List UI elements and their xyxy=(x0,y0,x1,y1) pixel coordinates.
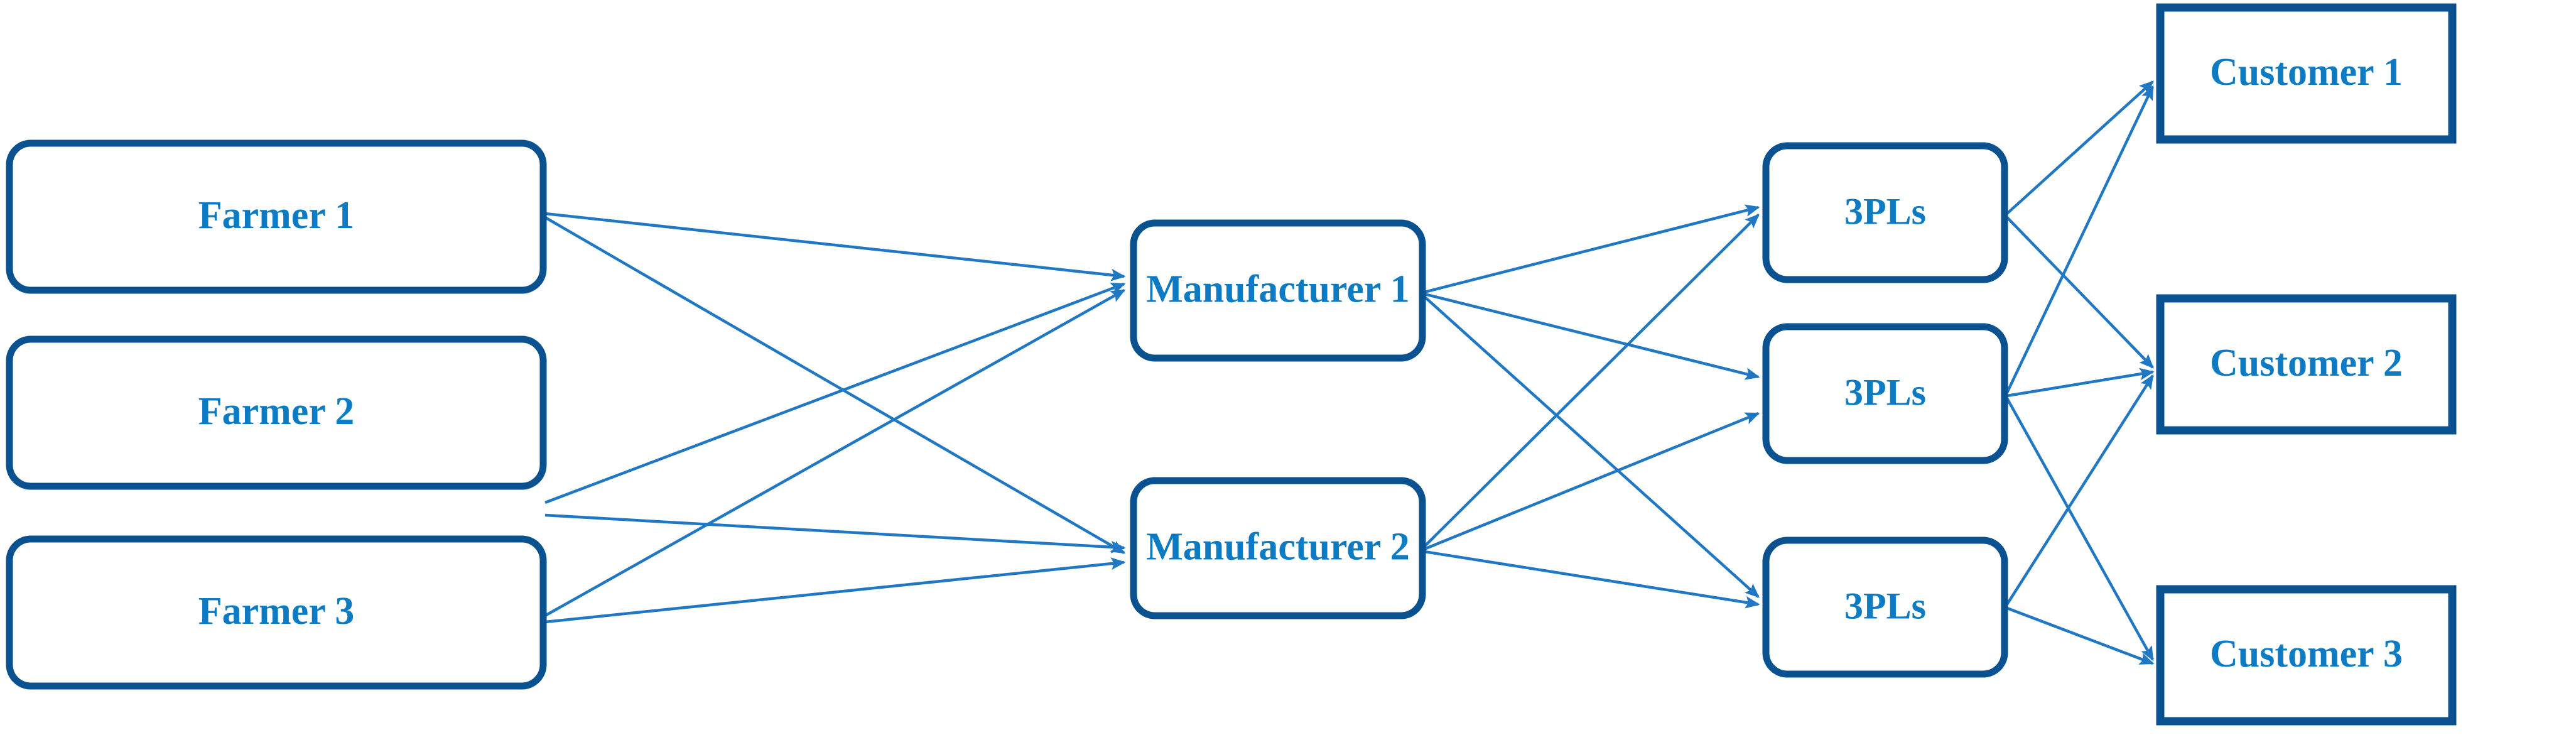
connector-three-pl-1-to-customer-2 xyxy=(2006,216,2154,369)
edges-layer xyxy=(544,80,2155,665)
node-customer-2[interactable]: Customer 2 xyxy=(2156,294,2457,435)
node-box-customer-1[interactable] xyxy=(2156,3,2457,144)
connector-manufacturer-2-to-three-pl-1 xyxy=(1423,214,1760,548)
node-customer-3[interactable]: Customer 3 xyxy=(2156,585,2457,726)
node-manufacturer-1[interactable]: Manufacturer 1 xyxy=(1130,219,1426,362)
node-label-customer-1: Customer 1 xyxy=(2210,51,2403,94)
node-label-manufacturer-2: Manufacturer 2 xyxy=(1146,526,1410,569)
connector-farmer-1-to-manufacturer-2 xyxy=(544,216,1126,554)
connector-three-pl-3-to-customer-3 xyxy=(2006,606,2155,665)
connector-farmer-3-to-manufacturer-2 xyxy=(544,557,1126,624)
node-box-three-pl-3[interactable] xyxy=(1762,537,2008,678)
node-label-farmer-1: Farmer 1 xyxy=(198,194,354,237)
connector-manufacturer-1-to-three-pl-1 xyxy=(1424,204,1760,294)
connector-farmer-1-to-manufacturer-1 xyxy=(544,212,1126,281)
connector-three-pl-1-to-customer-1 xyxy=(2006,80,2155,215)
node-box-three-pl-1[interactable] xyxy=(1762,142,2008,283)
node-label-customer-3: Customer 3 xyxy=(2210,633,2403,675)
node-farmer-2[interactable]: Farmer 2 xyxy=(6,335,547,490)
node-box-farmer-3[interactable] xyxy=(6,535,547,690)
connector-manufacturer-2-to-three-pl-2 xyxy=(1424,411,1760,551)
node-label-farmer-2: Farmer 2 xyxy=(198,390,354,433)
node-farmer-3[interactable]: Farmer 3 xyxy=(6,535,547,690)
connector-farmer-3-to-manufacturer-1 xyxy=(544,289,1126,617)
node-label-three-pl-1: 3PLs xyxy=(1844,190,1926,232)
node-box-farmer-2[interactable] xyxy=(6,335,547,490)
node-three-pl-2[interactable]: 3PLs xyxy=(1762,323,2008,464)
node-manufacturer-2[interactable]: Manufacturer 2 xyxy=(1130,477,1426,619)
connector-three-pl-2-to-customer-1 xyxy=(2005,85,2155,393)
node-label-farmer-3: Farmer 3 xyxy=(198,590,354,633)
connector-manufacturer-2-to-three-pl-3 xyxy=(1424,550,1760,609)
node-label-three-pl-2: 3PLs xyxy=(1844,371,1926,413)
node-label-three-pl-3: 3PLs xyxy=(1844,585,1926,626)
connector-farmer-2-to-manufacturer-2 xyxy=(544,513,1126,553)
connector-three-pl-2-to-customer-2 xyxy=(2006,368,2155,398)
node-box-customer-2[interactable] xyxy=(2156,294,2457,435)
connector-three-pl-3-to-customer-2 xyxy=(2006,374,2154,606)
node-three-pl-3[interactable]: 3PLs xyxy=(1762,537,2008,678)
connector-farmer-2-to-manufacturer-1 xyxy=(544,282,1126,504)
connector-manufacturer-1-to-three-pl-2 xyxy=(1424,292,1760,380)
node-label-manufacturer-1: Manufacturer 1 xyxy=(1146,268,1410,311)
node-box-farmer-1[interactable] xyxy=(6,139,547,294)
connector-manufacturer-1-to-three-pl-3 xyxy=(1423,295,1760,598)
node-box-manufacturer-1[interactable] xyxy=(1130,219,1426,362)
nodes-layer: Farmer 1 Farmer 2 Farmer 3 Manufacturer 1 Ma… xyxy=(6,3,2457,726)
node-three-pl-1[interactable]: 3PLs xyxy=(1762,142,2008,283)
node-box-manufacturer-2[interactable] xyxy=(1130,477,1426,619)
node-label-customer-2: Customer 2 xyxy=(2210,342,2403,384)
connector-three-pl-2-to-customer-3 xyxy=(2006,397,2154,662)
node-box-three-pl-2[interactable] xyxy=(1762,323,2008,464)
node-box-customer-3[interactable] xyxy=(2156,585,2457,726)
node-farmer-1[interactable]: Farmer 1 xyxy=(6,139,547,294)
node-customer-1[interactable]: Customer 1 xyxy=(2156,3,2457,144)
